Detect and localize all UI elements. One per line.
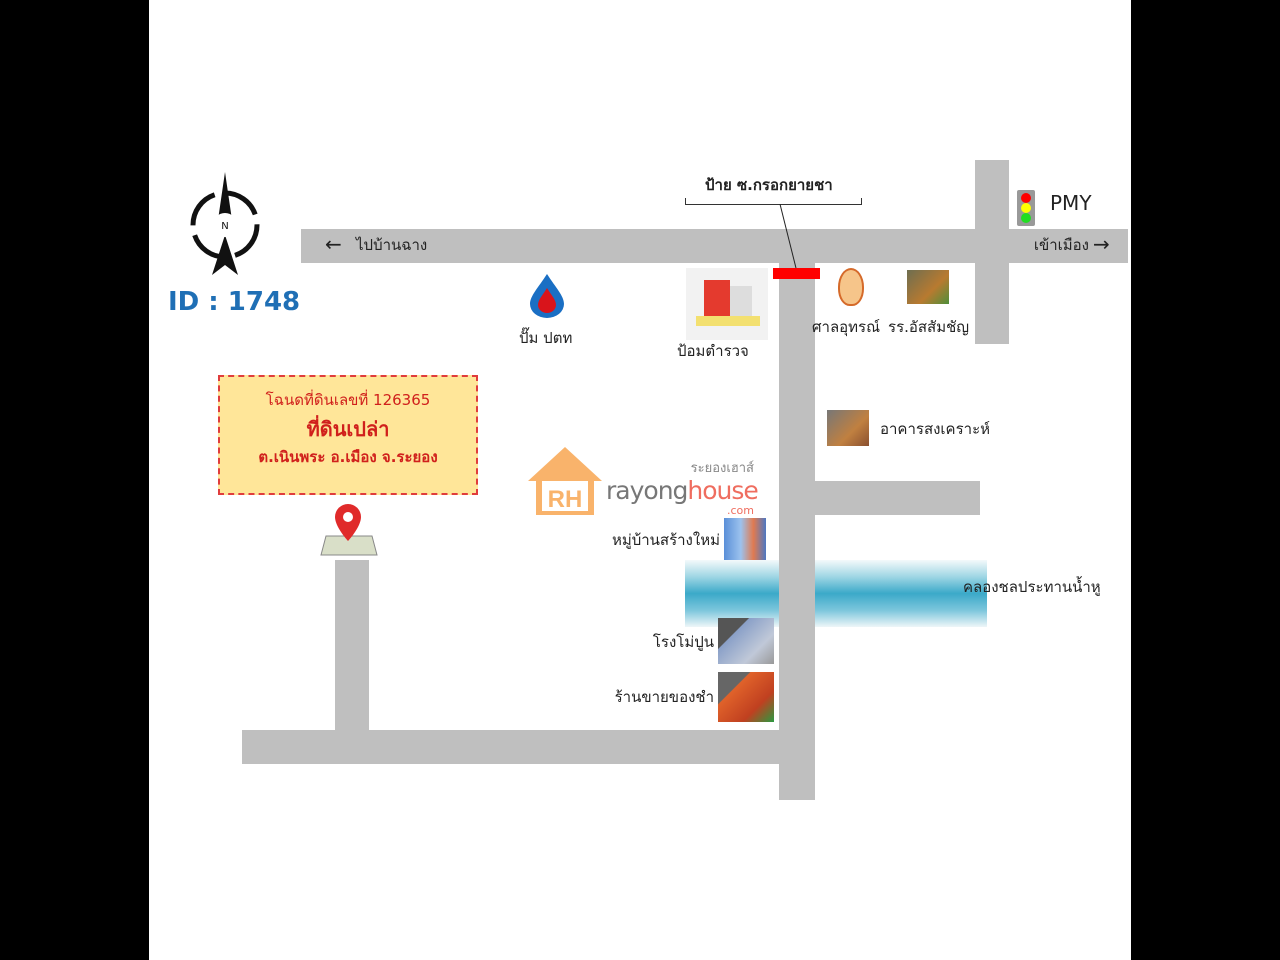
compass-icon: N [190,172,260,275]
factory-icon [718,618,774,664]
land-info-box: โฉนดที่ดินเลขที่ 126365 ที่ดินเปล่า ต.เน… [218,375,478,495]
canal-west [685,560,779,627]
logo-thai: ระยองเฮาส์ [690,461,754,476]
traffic-light-label: PMY [1050,191,1092,215]
location-pin-icon [320,504,378,556]
svg-text:RH: RH [548,486,583,513]
sign-label: ป้าย ซ.กรอกยายชา [705,176,833,194]
logo-word-rayong: rayonghouse [606,476,759,505]
compass-north-label: N [221,221,228,232]
school-building-icon [907,270,949,304]
sign-pointer [779,204,797,269]
police-label: ป้อมตำรวจ [677,342,749,360]
rayonghouse-logo-icon: RH [528,447,602,515]
cross-road [975,160,1009,344]
court-school-labels: ศาลอุทรณ์ รร.อัสสัมชัญ [812,318,969,337]
land-location: ต.เนินพระ อ.เมือง จ.ระยอง [258,448,438,466]
shop-label: ร้านขายของชำ [614,688,714,706]
village-label: หมู่บ้านสร้างใหม่ [611,531,720,549]
bottom-road [242,730,815,764]
traffic-light-icon [1017,190,1035,226]
west-road-label: ไปบ้านฉาง [356,236,428,254]
welfare-building-icon [827,410,869,446]
cement-label: โรงโม่ปูน [652,633,714,651]
sign-marker [773,268,820,279]
west-arrow-icon: ← [325,232,342,256]
canal-east [815,560,987,627]
sign-bracket [685,198,862,205]
police-box-icon [686,268,768,340]
property-id: ID : 1748 [168,287,301,317]
east-arrow-icon: → [1093,232,1110,256]
court-emblem-icon [838,268,864,306]
school-label: รร.อัสสัมชัญ [888,318,970,336]
ptt-logo-icon [530,274,564,318]
land-type: ที่ดินเปล่า [306,417,390,441]
branch-road [815,481,980,515]
court-label: ศาลอุทรณ์ [812,318,881,336]
deed-number: โฉนดที่ดินเลขที่ 126365 [265,391,431,409]
soi-road [779,263,815,800]
grocery-shop-icon [718,672,774,722]
village-buildings-icon [724,518,766,560]
east-road-label: เข้าเมือง [1033,236,1089,254]
welfare-label: อาคารสงเคราะห์ [880,420,991,438]
access-road [335,560,369,730]
ptt-label: ปั๊ม ปตท [519,329,573,347]
logo-tld: .com [727,504,754,517]
canal-label: คลองชลประทานน้ำหู [963,578,1101,596]
